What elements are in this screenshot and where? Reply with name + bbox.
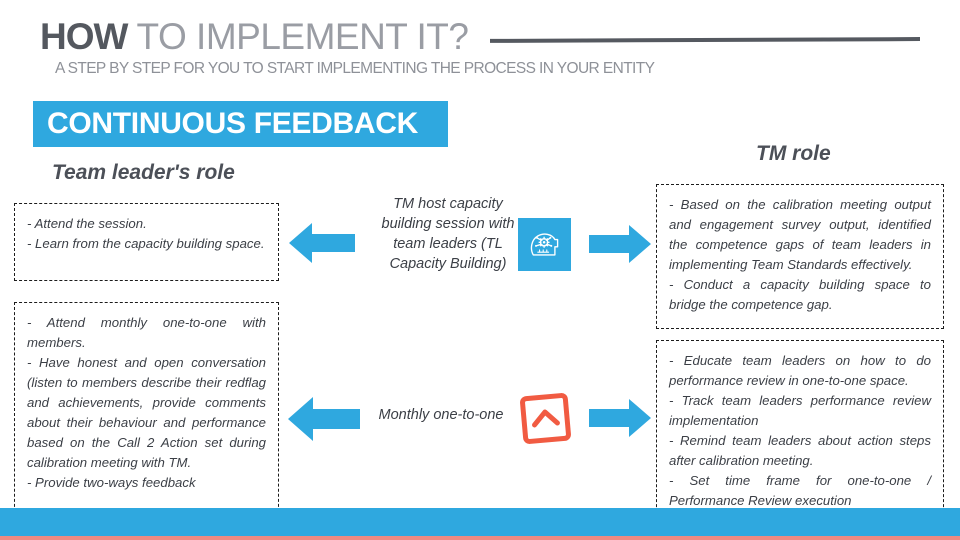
left-box-row2-text: - Attend monthly one-to-one with members… — [27, 315, 266, 490]
caption-row2: Monthly one-to-one — [378, 407, 504, 423]
right-box-row2-text: - Educate team leaders on how to do perf… — [669, 353, 931, 508]
arrow-left-row2 — [288, 393, 360, 445]
bottom-bar — [0, 508, 960, 536]
title-text: HOW TO IMPLEMENT IT? — [40, 16, 469, 57]
left-box-row1: - Attend the session.- Learn from the ca… — [14, 203, 279, 281]
head-gear-icon — [518, 218, 571, 271]
column-heading-tm: TM role — [756, 142, 831, 165]
bottom-accent-strip — [0, 536, 960, 540]
title-rest: TO IMPLEMENT IT? — [127, 16, 469, 57]
page-title: HOW TO IMPLEMENT IT? — [40, 14, 920, 60]
left-box-row2: - Attend monthly one-to-one with members… — [14, 302, 279, 522]
left-box-row1-text: - Attend the session.- Learn from the ca… — [27, 216, 265, 251]
arrow-right-row2 — [589, 396, 651, 440]
right-box-row1-text: - Based on the calibration meeting outpu… — [669, 197, 931, 312]
title-rule-divider — [490, 37, 920, 43]
right-box-row1: - Based on the calibration meeting outpu… — [656, 184, 944, 329]
chevron-up-square-icon — [517, 390, 574, 447]
right-box-row2: - Educate team leaders on how to do perf… — [656, 340, 944, 522]
column-heading-team-leader: Team leader's role — [52, 161, 235, 184]
page-subtitle: A STEP BY STEP FOR YOU TO START IMPLEMEN… — [55, 60, 655, 77]
caption-row1: TM host capacity building session with t… — [381, 196, 515, 272]
section-banner: CONTINUOUS FEEDBACK — [33, 101, 448, 147]
title-strong: HOW — [40, 16, 128, 57]
arrow-right-row1 — [589, 222, 651, 266]
arrow-left-row1 — [289, 220, 355, 266]
